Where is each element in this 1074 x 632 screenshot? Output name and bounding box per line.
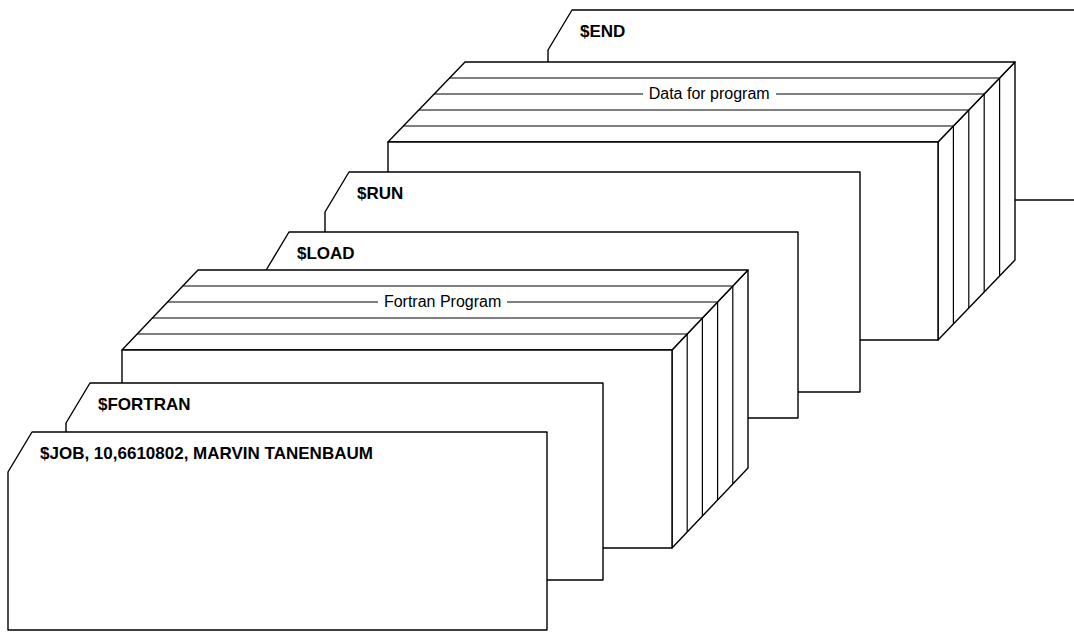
card-label: $END xyxy=(580,22,625,42)
card-edge xyxy=(403,125,953,126)
card-edge xyxy=(984,94,985,292)
card-label: $FORTRAN xyxy=(98,395,191,415)
card-shape xyxy=(8,432,547,630)
card-label: $JOB, 10,6610802, MARVIN TANENBAUM xyxy=(40,444,373,464)
deck-label: Fortran Program xyxy=(378,292,507,311)
card-edge xyxy=(968,110,969,308)
card-edge xyxy=(999,78,1000,276)
card-label: $RUN xyxy=(357,184,403,204)
card-label: $LOAD xyxy=(297,244,355,264)
card-edge xyxy=(137,333,687,334)
card-edge xyxy=(450,77,1000,78)
deck-face xyxy=(122,270,748,350)
card-edge xyxy=(419,109,969,110)
card-edge xyxy=(732,286,733,484)
deck-label: Data for program xyxy=(643,84,776,103)
punched-card: $JOB, 10,6610802, MARVIN TANENBAUM xyxy=(8,432,547,630)
card-edge xyxy=(687,334,688,532)
card-edge xyxy=(702,318,703,516)
deck-face xyxy=(388,62,1015,142)
card-edge xyxy=(183,285,733,286)
card-edge xyxy=(717,302,718,500)
card-edge xyxy=(152,317,702,318)
card-edge xyxy=(953,126,954,324)
